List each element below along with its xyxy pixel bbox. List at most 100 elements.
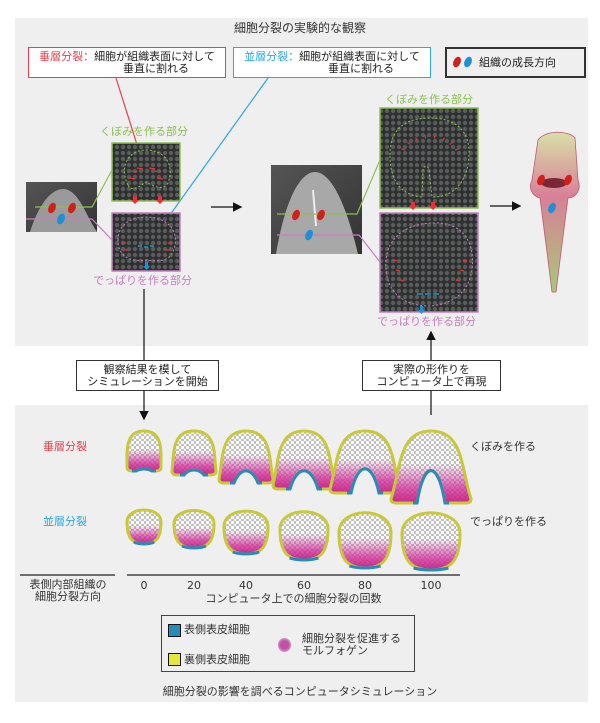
adaxial-epidermis <box>286 469 322 491</box>
abaxial-epidermis <box>170 429 218 477</box>
anticlinal-division-mark <box>128 177 136 180</box>
right-lower-section <box>379 212 479 313</box>
adaxial-epidermis <box>347 467 383 495</box>
red-growth-arrow-icon <box>156 196 164 204</box>
anticlinal-division-mark <box>392 259 398 262</box>
anticlinal-division-mark <box>154 170 162 173</box>
anticlinal-division-mark <box>462 259 468 262</box>
anticlinal-division-mark <box>459 269 465 272</box>
anticlinal-division-mark <box>454 148 459 151</box>
right-upper-label: くぼみを作る部分 <box>385 93 473 106</box>
simulated-tissue-anticlinal <box>217 429 275 485</box>
reproduce-box: 実際の形作りを コンピュータ上で再現 <box>362 360 501 391</box>
morphogen-gradient <box>126 431 162 471</box>
right-upper-section-line <box>277 159 381 215</box>
adaxial-epidermis <box>181 544 207 550</box>
morphogen-label-1: 細胞分裂を促進する <box>302 632 401 645</box>
simulated-tissue-anticlinal <box>328 429 402 495</box>
left-lower-section-line <box>26 218 113 241</box>
adaxial-epidermis <box>230 469 262 485</box>
anticlinal-division-mark <box>148 167 156 170</box>
morphogen-gradient <box>219 431 273 483</box>
blue-growth-arrow-icon <box>418 306 425 314</box>
abaxial-epidermis <box>222 509 270 556</box>
simulation-legend: 表側表皮細胞 裏側表皮細胞 細胞分裂を促進する モルフォゲン <box>161 615 415 672</box>
adaxial-epidermis <box>413 469 449 505</box>
abaxial-epidermis <box>389 429 473 505</box>
abaxial-epidermis <box>125 429 163 473</box>
anticlinal-division-mark <box>449 141 453 145</box>
anticlinal-division-mark <box>395 269 401 272</box>
right-upper-section <box>379 107 479 209</box>
anticlinal-division-mark <box>156 177 164 180</box>
morphogen-gradient <box>402 512 460 570</box>
red-growth-icon <box>537 174 545 186</box>
left-upper-section <box>111 142 181 202</box>
abaxial-label: 裏側表皮細胞 <box>184 653 250 666</box>
adaxial-epidermis <box>348 564 382 570</box>
morphogen-gradient <box>174 510 214 548</box>
simulated-tissue-periclinal <box>278 510 330 562</box>
morphogen-gradient <box>280 511 328 560</box>
row2-label: 並層分裂 <box>43 515 87 528</box>
right-lower-label: でっぱりを作る部分 <box>377 315 476 328</box>
morphogen-label-2: モルフォゲン <box>302 644 368 657</box>
red-growth-icon <box>564 174 572 186</box>
axis-tick-label: 40 <box>239 579 253 592</box>
simulated-tissue-periclinal <box>222 509 270 556</box>
anticlinal-term: 垂層分裂： <box>39 50 95 63</box>
simulated-tissue-periclinal <box>125 508 163 546</box>
observation-title: 細胞分裂の実験的な観察 <box>233 21 366 35</box>
anticlinal-desc: 細胞が組織表面に対して <box>94 50 215 63</box>
anticlinal-division-mark <box>399 279 405 282</box>
abaxial-swatch <box>168 653 181 666</box>
morphogen-gradient <box>391 431 471 503</box>
abaxial-epidermis <box>125 508 163 546</box>
pitcher-mouth <box>541 178 567 188</box>
blue-growth-icon <box>305 229 313 241</box>
start-sim-line2: シミュレーションを開始 <box>87 375 208 388</box>
start-simulation-box: 観察結果を模して シミュレーションを開始 <box>76 360 219 391</box>
periclinal-desc: 細胞が組織表面に対して <box>299 50 420 63</box>
row1-result: くぼみを作る <box>470 440 536 453</box>
axis-tick-label: 0 <box>140 579 148 592</box>
axis-tick-label: 60 <box>297 579 311 592</box>
left-bud-shape <box>30 189 97 232</box>
axis-label: コンピュータ上での細胞分裂の回数 <box>205 592 382 605</box>
simulated-tissue-periclinal <box>400 511 462 572</box>
blue-growth-arrow-icon <box>143 262 150 270</box>
periclinal-term: 並層分裂： <box>244 50 300 63</box>
red-growth-icon <box>68 202 76 214</box>
anticlinal-division-mark <box>136 167 144 170</box>
reproduce-line2: コンピュータ上で再現 <box>376 375 487 388</box>
growth-direction-legend: 組織の成長方向 <box>445 47 586 78</box>
red-growth-icon <box>292 209 300 221</box>
adaxial-epidermis <box>232 550 260 556</box>
row1-label: 垂層分裂 <box>43 440 87 453</box>
simulated-tissue-anticlinal <box>125 429 163 473</box>
periclinal-definition-box: 並層分裂：細胞が組織表面に対して 垂直に割れる <box>233 47 431 78</box>
reproduce-line1: 実際の形作りを <box>393 363 470 376</box>
adaxial-swatch <box>168 624 181 637</box>
axis-left-label-1: 表側内部組織の <box>29 578 107 591</box>
adaxial-epidermis <box>133 540 155 546</box>
adaxial-epidermis <box>413 566 449 572</box>
abaxial-epidermis <box>278 510 330 562</box>
simulated-tissue-anticlinal <box>389 429 473 505</box>
adaxial-epidermis <box>180 468 208 477</box>
red-growth-arrow-icon <box>131 196 139 204</box>
left-upper-outline <box>123 149 171 190</box>
pitcher-plant-image <box>530 131 580 293</box>
start-sim-line1: 観察結果を模して <box>103 363 192 376</box>
anticlinal-division-mark <box>424 135 427 139</box>
anticlinal-definition-box: 垂層分裂：細胞が組織表面に対して 垂直に割れる <box>28 47 226 78</box>
blue-growth-icon <box>464 56 472 68</box>
morphogen-gradient <box>127 510 161 544</box>
abaxial-epidermis <box>217 429 275 485</box>
simulated-tissue-anticlinal <box>170 429 218 477</box>
blue-growth-icon <box>548 202 556 214</box>
axis-left-label-2: 細胞分裂方向 <box>35 590 101 603</box>
abaxial-epidermis <box>400 511 462 572</box>
